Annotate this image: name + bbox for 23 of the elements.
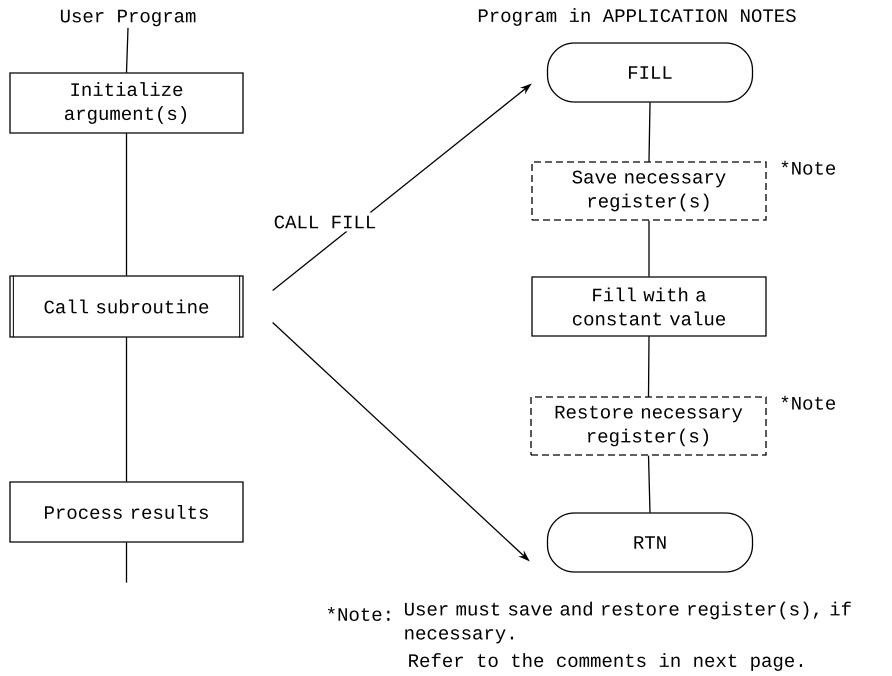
- note-text: User must save and restore register(s), if necessary.: [404, 602, 851, 644]
- connector-line: [126, 134, 128, 276]
- optional-process-box: Restore necessary register(s): [530, 396, 767, 456]
- process-box: Process results: [9, 481, 244, 543]
- note-text: *Note:: [328, 607, 390, 621]
- note-text: Refer to the comments in next page.: [409, 653, 802, 671]
- connector-line: [648, 456, 651, 512]
- heading-text: User Program: [60, 10, 196, 26]
- connector-line: [126, 542, 128, 583]
- note-marker: *Note: [782, 396, 836, 410]
- note-marker: *Note: [782, 160, 836, 175]
- process-box: Fill with a constant value: [531, 276, 767, 337]
- process-box: Initialize argument(s): [9, 72, 244, 134]
- terminal-box: RTN: [546, 512, 754, 573]
- edge-label: CALL FILL: [270, 212, 380, 232]
- connector-line: [126, 338, 128, 482]
- connector-line: [648, 102, 651, 162]
- subroutine-box: Call subroutine: [9, 274, 244, 338]
- connector-line: [648, 336, 650, 396]
- connector-line: [648, 220, 650, 276]
- optional-process-box: Save necessary register(s): [531, 161, 767, 221]
- connector-line: [126, 28, 129, 72]
- terminal-box: FILL: [546, 42, 754, 103]
